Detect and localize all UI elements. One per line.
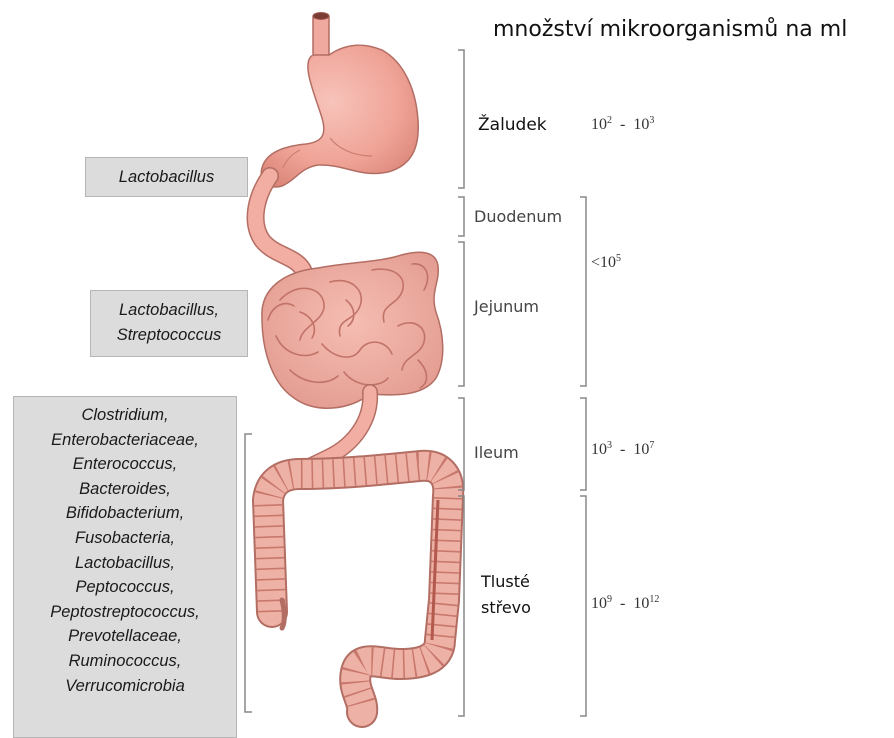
segment-label-duodenum: Duodenum (474, 207, 562, 226)
bracket-colon (458, 496, 464, 716)
bacteria-name: Streptococcus (91, 323, 247, 348)
bacteria-name: Enterococcus, (14, 452, 236, 477)
bacteria-name: Verrucomicrobia (14, 674, 236, 699)
segment-label-colon-line2: střevo (481, 598, 531, 617)
bracket-ileum (458, 398, 464, 490)
bracket-jejunum (458, 242, 464, 386)
value-duodenum-jejunum: <105 (591, 253, 621, 272)
bacteria-name: Prevotellaceae, (14, 624, 236, 649)
bacteria-name: Ruminococcus, (14, 649, 236, 674)
bracket-ileum-values (580, 398, 586, 490)
bracket-duodenum (458, 197, 464, 236)
bacteria-name: Lactobacillus, (14, 551, 236, 576)
segment-label-stomach: Žaludek (478, 115, 547, 135)
bracket-colon-values (580, 496, 586, 716)
bacteria-name: Fusobacteria, (14, 526, 236, 551)
segment-label-ileum: Ileum (474, 443, 519, 462)
bacteria-name: Lactobacillus (86, 165, 247, 190)
segment-label-colon-line1: Tlusté (481, 572, 530, 591)
bacteria-box-large-intestine: Clostridium, Enterobacteriaceae, Enteroc… (13, 396, 237, 738)
bracket-small-intestine-values (580, 197, 586, 386)
bacteria-box-stomach: Lactobacillus (85, 157, 248, 197)
bacteria-name: Bifidobacterium, (14, 501, 236, 526)
bracket-left-large-intestine (245, 434, 252, 712)
bacteria-name: Peptostreptococcus, (14, 600, 236, 625)
bacteria-name: Enterobacteriaceae, (14, 428, 236, 453)
bacteria-box-small-intestine: Lactobacillus, Streptococcus (90, 290, 248, 357)
bacteria-name: Lactobacillus, (91, 298, 247, 323)
bacteria-name: Peptococcus, (14, 575, 236, 600)
value-stomach: 102 - 103 (591, 115, 654, 134)
bacteria-name: Clostridium, (14, 403, 236, 428)
value-colon: 109 - 1012 (591, 594, 659, 613)
bracket-stomach (458, 50, 464, 188)
segment-label-jejunum: Jejunum (474, 297, 539, 316)
value-ileum: 103 - 107 (591, 440, 654, 459)
bacteria-name: Bacteroides, (14, 477, 236, 502)
